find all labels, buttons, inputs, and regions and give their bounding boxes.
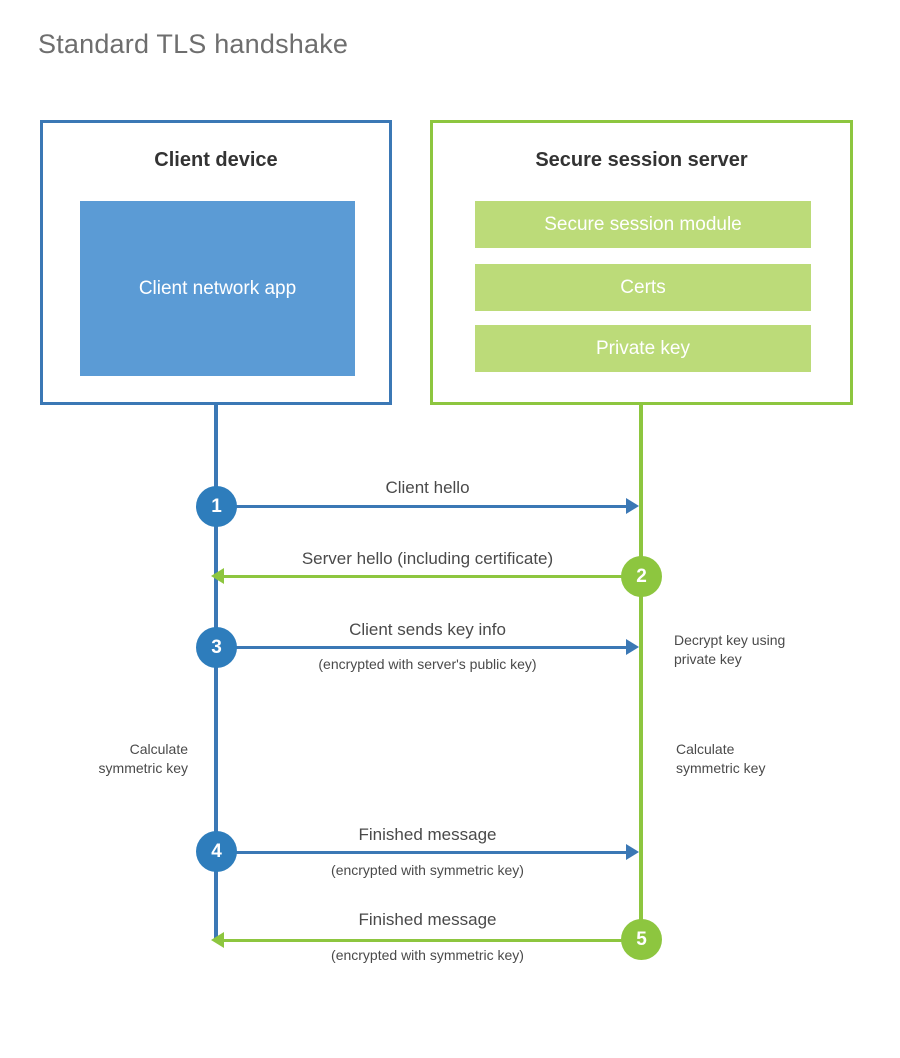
step-2-label: Server hello (including certificate) — [301, 549, 554, 568]
step-2-circle: 2 — [621, 556, 662, 597]
step-1-arrow-line — [216, 505, 626, 508]
step-5-arrow-line — [224, 939, 641, 942]
client-calculate-symmetric-key-note: Calculate symmetric key — [98, 741, 188, 776]
step-2-arrow-head — [211, 568, 224, 584]
step-2-arrow-line — [224, 575, 641, 578]
step-3-sublabel: (encrypted with server's public key) — [318, 656, 537, 672]
secure-session-server-title: Secure session server — [535, 149, 748, 171]
server-lifeline — [639, 405, 643, 941]
server-calculate-symmetric-key-note: Calculate symmetric key — [676, 741, 766, 776]
step-4-sublabel: (encrypted with symmetric key) — [331, 862, 524, 878]
server-decrypt-note: Decrypt key using private key — [674, 632, 786, 667]
step-4-label: Finished message — [358, 825, 497, 844]
step-4-arrow-line — [216, 851, 626, 854]
client-lifeline — [214, 405, 218, 941]
step-5-arrow-head — [211, 932, 224, 948]
secure-session-server-box: Secure session server Secure session mod… — [430, 120, 853, 405]
step-5-circle: 5 — [621, 919, 662, 960]
step-3-arrow-head — [626, 639, 639, 655]
server-block-certs: Certs — [475, 264, 811, 311]
step-4-arrow-head — [626, 844, 639, 860]
step-3-label: Client sends key info — [349, 620, 506, 639]
step-5-sublabel: (encrypted with symmetric key) — [331, 947, 524, 963]
client-network-app-block: Client network app — [80, 201, 355, 376]
server-block-private-key: Private key — [475, 325, 811, 372]
step-5-label: Finished message — [358, 910, 497, 929]
step-1-circle: 1 — [196, 486, 237, 527]
step-4-circle: 4 — [196, 831, 237, 872]
server-block-secure-session-module: Secure session module — [475, 201, 811, 248]
page-title: Standard TLS handshake — [38, 29, 349, 59]
step-3-arrow-line — [216, 646, 626, 649]
step-1-arrow-head — [626, 498, 639, 514]
client-device-box: Client device Client network app — [40, 120, 392, 405]
client-device-title: Client device — [154, 149, 278, 171]
step-1-label: Client hello — [385, 478, 470, 497]
step-3-circle: 3 — [196, 627, 237, 668]
